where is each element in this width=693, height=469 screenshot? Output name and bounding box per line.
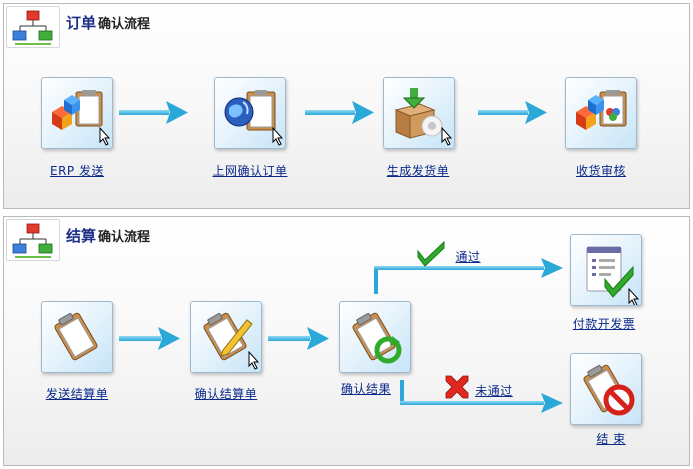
arrow-erp-to-confirm: [119, 101, 188, 124]
settlement-title-emphasis: 结算: [66, 227, 97, 245]
send-statement-link[interactable]: 发送结算单: [45, 387, 109, 401]
pay-invoice-node[interactable]: [570, 234, 642, 306]
order-title-rest: 确认流程: [98, 17, 151, 32]
receipt-audit-link[interactable]: 收货审核: [575, 164, 627, 178]
pay-invoice-link[interactable]: 付款开发票: [572, 317, 636, 331]
branch-pass-label[interactable]: 通过: [455, 250, 481, 264]
clipboard-icon: [54, 312, 98, 361]
arrow-confirm-to-result: [268, 327, 329, 350]
list-check-icon: [586, 246, 640, 305]
confirm-statement-link[interactable]: 确认结算单: [194, 387, 258, 401]
generate-shipping-node[interactable]: [383, 77, 455, 149]
arrow-send-to-confirm: [119, 327, 180, 350]
box-download-icon: [394, 88, 453, 146]
generate-shipping-link[interactable]: 生成发货单: [386, 164, 450, 178]
arrow-confirm-to-ship: [305, 101, 374, 124]
globe-clipboard-icon: [224, 90, 284, 146]
end-link[interactable]: 结 束: [596, 432, 626, 446]
red-x-icon: [445, 375, 469, 399]
arrow-result-to-pass: [374, 258, 563, 294]
send-statement-node[interactable]: [41, 301, 113, 373]
clipboard-stop-icon: [583, 364, 635, 416]
erp-send-link[interactable]: ERP 发送: [50, 164, 104, 178]
confirm-result-node[interactable]: [339, 301, 411, 373]
arrow-result-to-fail: [400, 380, 563, 413]
erp-cubes-icon: [52, 90, 111, 146]
org-chart-icon: [6, 6, 60, 48]
online-confirm-node[interactable]: [214, 77, 286, 149]
order-title-emphasis: 订单: [66, 14, 97, 32]
branch-fail-label[interactable]: 未通过: [475, 384, 513, 398]
check-mark-icon: [417, 240, 445, 267]
settlement-title-rest: 确认流程: [98, 230, 151, 245]
order-panel-title: 订单确认流程: [66, 12, 150, 33]
confirm-result-link[interactable]: 确认结果: [340, 382, 392, 396]
cubes-clipboard-icon: [576, 90, 627, 130]
confirm-statement-node[interactable]: [190, 301, 262, 373]
online-confirm-link[interactable]: 上网确认订单: [212, 164, 288, 178]
receipt-audit-node[interactable]: [565, 77, 637, 149]
erp-send-node[interactable]: [41, 77, 113, 149]
clipboard-refresh-icon: [352, 312, 402, 364]
arrow-ship-to-receive: [478, 101, 547, 124]
org-chart-icon: [6, 219, 60, 261]
end-node[interactable]: [570, 353, 642, 425]
settlement-panel-title: 结算确认流程: [66, 225, 150, 246]
clipboard-pencil-icon: [203, 312, 260, 370]
